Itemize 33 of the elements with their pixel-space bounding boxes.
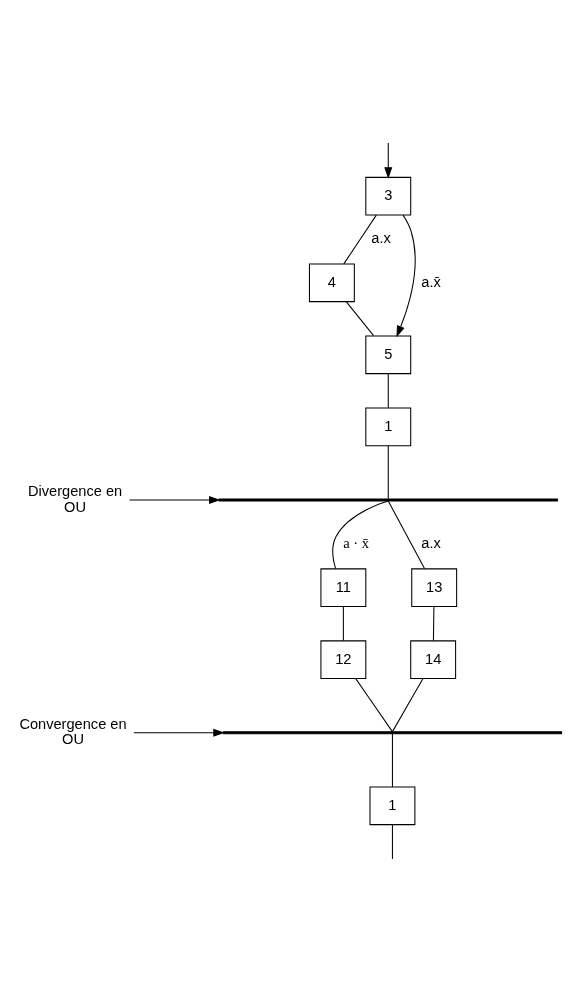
arrow [396, 214, 416, 337]
connector [387, 372, 389, 408]
node-bar [222, 730, 563, 734]
connector [432, 605, 435, 641]
node-box: 11 [320, 567, 367, 607]
connector [387, 444, 389, 499]
connector [391, 677, 424, 732]
node-box: 14 [410, 639, 457, 679]
node-box: 4 [308, 263, 355, 302]
node-box: 13 [411, 567, 458, 607]
node-bar [218, 497, 558, 501]
edge-label: a · x̄ [343, 534, 370, 551]
node-box: 1 [365, 407, 412, 446]
connector [342, 605, 344, 641]
edge-label: a.x [421, 534, 441, 551]
node-box: 1 [369, 786, 416, 825]
node-box: 12 [320, 639, 367, 679]
node-text: Divergence en OU [27, 482, 123, 515]
edge-label: a.x [371, 229, 391, 246]
connector [391, 732, 393, 787]
arrow [129, 495, 221, 504]
connector [387, 500, 425, 569]
connector [355, 677, 393, 732]
node-box: 5 [365, 335, 412, 374]
connector [345, 300, 375, 336]
edge-label: a.x̄ [421, 273, 441, 290]
connector [343, 214, 377, 264]
connector [332, 500, 389, 569]
arrow [384, 142, 393, 179]
arrow [133, 728, 225, 737]
node-box: 3 [365, 176, 412, 215]
connector [391, 823, 393, 860]
node-text: Convergence en OU [19, 715, 127, 747]
